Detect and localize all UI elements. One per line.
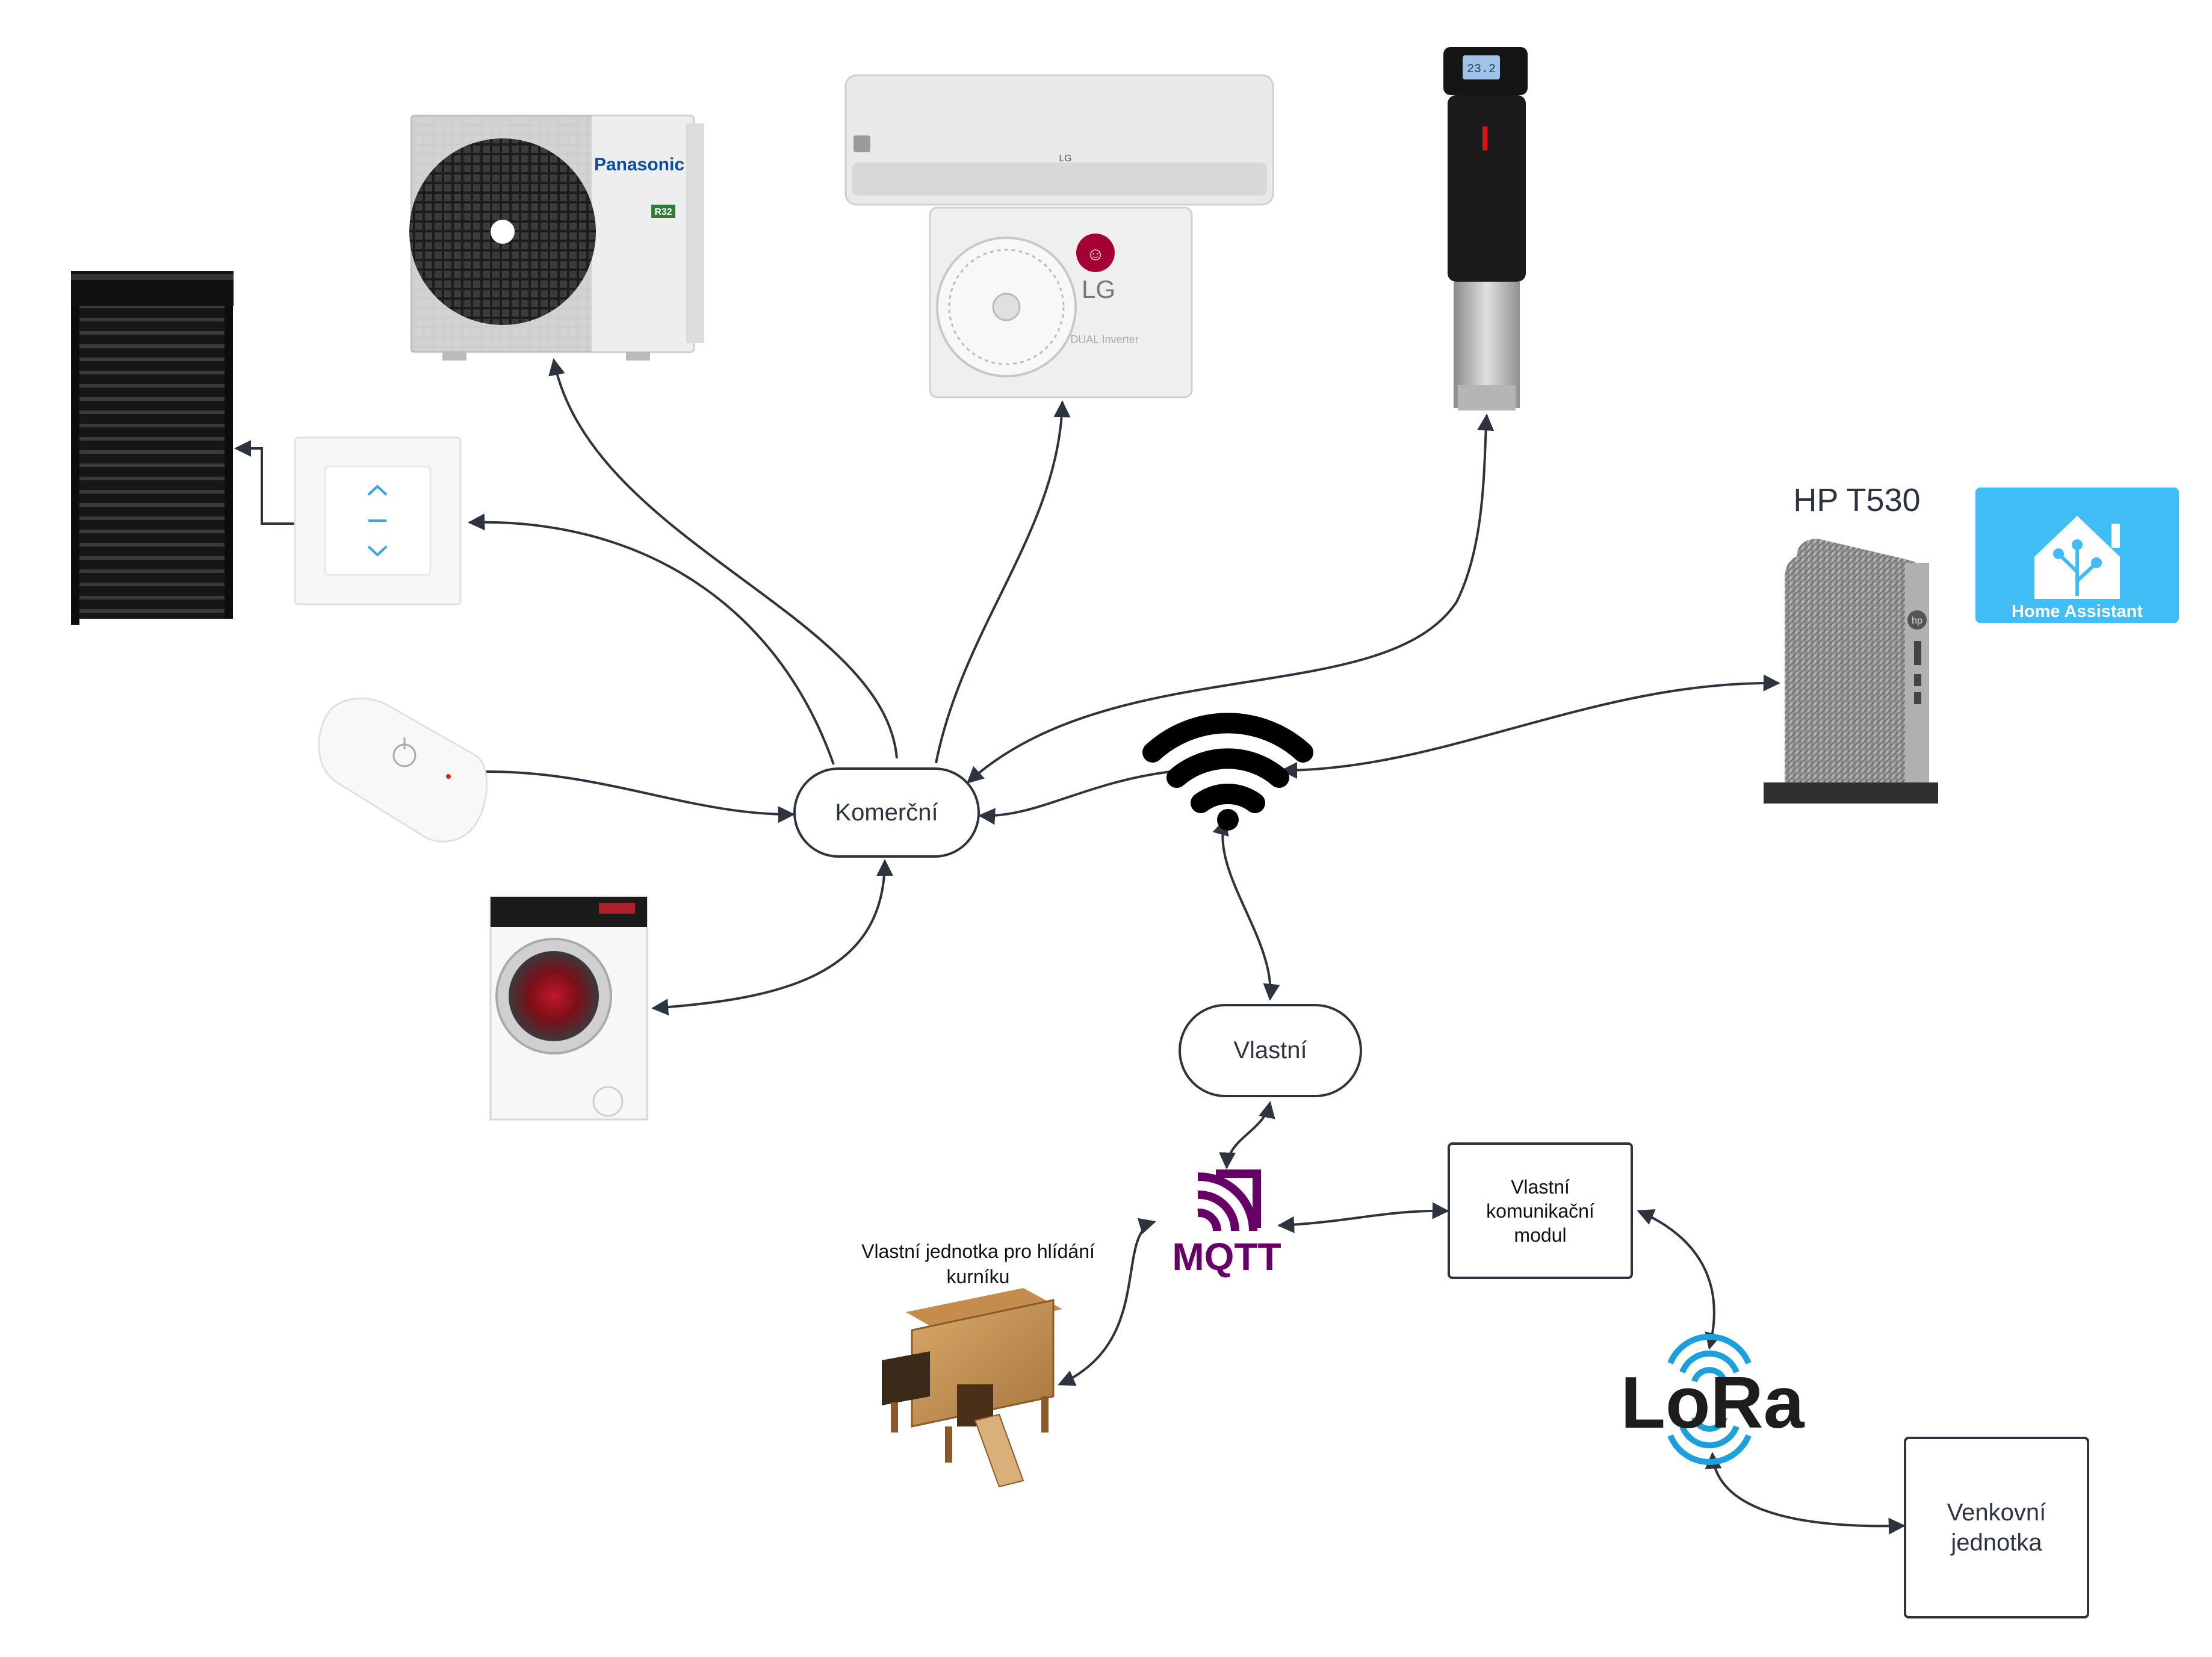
roller-blind-image [71,271,234,625]
node-komunikacni-modul: Vlastní komunikační modul [1448,1142,1633,1279]
r32-badge-text: R32 [654,207,672,217]
mqtt-logo: MQTT [1172,1169,1281,1278]
washing-machine-image [489,896,648,1121]
lg-outdoor-unit-image: ☺ LG DUAL Inverter [929,206,1193,398]
edge-lora-venkovni [1705,1452,1906,1535]
sous-vide-display-text: 23.2 [1467,63,1496,76]
lg-indoor-logo: LG [1059,153,1071,164]
edge-wifi-hp [1280,674,1780,779]
edge-modul-lora [1637,1209,1721,1350]
edge-wifi-vlastni [1212,818,1280,1001]
node-komercni: Komerční [793,767,980,858]
lora-logo: LoRa [1621,1333,1805,1466]
node-venkovni-jednotka: Venkovní jednotka [1904,1437,2089,1618]
svg-text:☺: ☺ [1086,244,1105,264]
home-assistant-logo: Home Assistant [1975,488,2179,623]
mqtt-logo-text: MQTT [1172,1235,1281,1278]
hp-t530-label: HP T530 [1793,482,1921,518]
sous-vide-image: 23.2 [1443,47,1528,410]
lg-dual-inverter-text: DUAL Inverter [1070,333,1138,345]
edge-komercni-to-panasonic [548,358,898,759]
kurnik-label: Vlastní jednotka pro hlídání kurníku [861,1240,1095,1287]
edge-switch-to-blinds [234,440,300,525]
edge-wifi-to-komercni [978,770,1171,825]
svg-text:hp: hp [1912,616,1922,626]
node-vlastni: Vlastní [1179,1004,1362,1097]
edge-komercni-to-lg [935,400,1071,764]
lora-logo-text: LoRa [1621,1361,1805,1443]
connections [234,358,1906,1535]
lg-indoor-unit-image: LG [844,74,1274,206]
panasonic-outdoor-unit-image: Panasonic R32 [409,114,704,361]
edge-vlastni-mqtt [1219,1101,1275,1169]
edge-komercni-to-sousvide [966,413,1495,784]
edge-sensor-to-komercni [484,770,795,823]
edge-washer-komercni [651,859,893,1016]
node-venkovni-jednotka-label: Venkovní jednotka [1947,1499,2046,1556]
hp-t530-image: hp [1764,539,1938,804]
node-komercni-label: Komerční [835,799,938,826]
edge-mqtt-kurnik [1058,1218,1156,1386]
edge-mqtt-modul [1277,1202,1449,1233]
panasonic-logo-text: Panasonic [594,155,684,175]
home-assistant-label: Home Assistant [2012,602,2143,621]
blind-switch-image [294,436,462,606]
chicken-coop-image [882,1288,1062,1488]
node-komunikacni-modul-label: Vlastní komunikační modul [1486,1175,1594,1246]
temperature-sensor-image [318,698,488,843]
edge-komercni-to-switch [468,513,835,765]
wifi-icon [1142,713,1313,831]
lg-logo-text: LG [1082,275,1115,303]
node-vlastni-label: Vlastní [1233,1037,1307,1064]
